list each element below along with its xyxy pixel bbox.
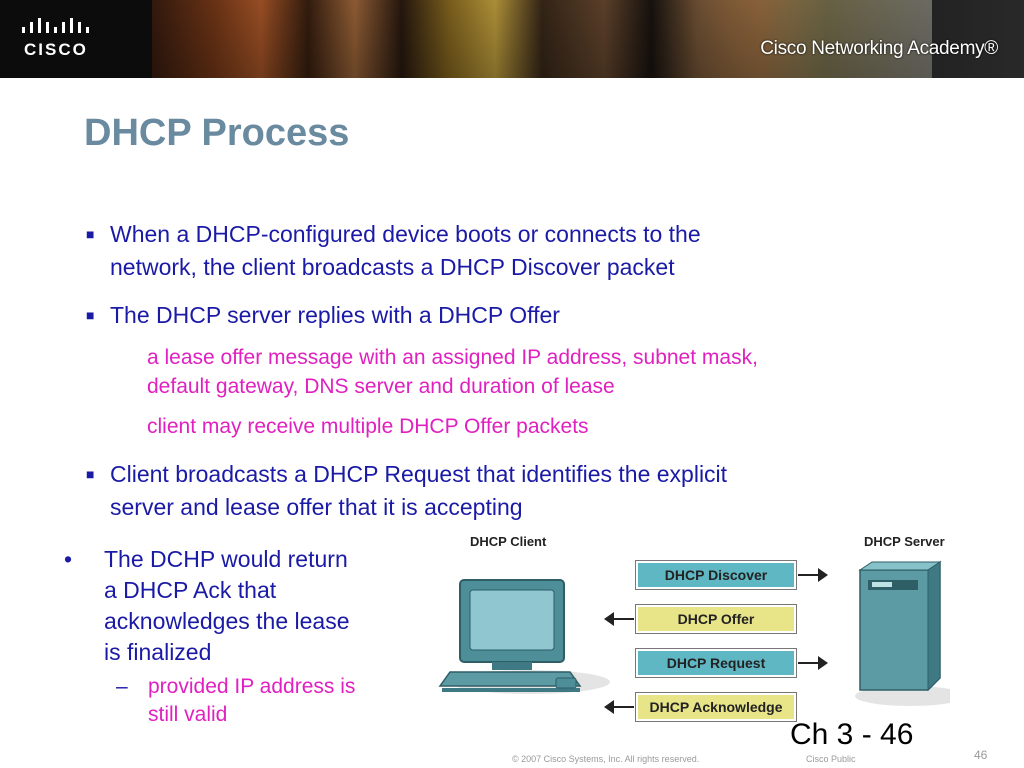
bullet-3-line-1: Client broadcasts a DHCP Request that id…: [110, 461, 728, 487]
square-bullet-icon: ■: [86, 307, 95, 323]
page-number: 46: [974, 748, 988, 762]
left-bullet-line-2: a DHCP Ack that: [104, 577, 277, 603]
chapter-number: Ch 3 - 46: [790, 718, 914, 751]
bullet-2-line-1: The DHCP server replies with a DHCP Offe…: [110, 302, 560, 328]
left-sub-line-2: still valid: [148, 703, 228, 726]
arrow-right-icon: [818, 656, 828, 670]
footer-copyright: © 2007 Cisco Systems, Inc. All rights re…: [512, 754, 700, 764]
client-label: DHCP Client: [470, 534, 547, 549]
bullet-2: ■ The DHCP server replies with a DHCP Of…: [86, 299, 560, 332]
bullet-3-line-2: server and lease offer that it is accept…: [110, 494, 523, 520]
sub-item-2-line-1: client may receive multiple DHCP Offer p…: [147, 415, 589, 438]
left-sub-line-1: provided IP address is: [148, 675, 356, 698]
left-bullet: • The DCHP would return a DHCP Ack that …: [64, 544, 350, 668]
header-banner: CISCO Cisco Networking Academy®: [0, 0, 1024, 78]
square-bullet-icon: ■: [86, 226, 95, 242]
computer-icon: [438, 579, 610, 694]
academy-title: Cisco Networking Academy®: [760, 38, 998, 59]
page-title: DHCP Process: [84, 112, 350, 154]
left-bullet-line-4: is finalized: [104, 639, 212, 665]
msg-dhcp-offer: DHCP Offer: [635, 604, 797, 634]
bullet-3: ■ Client broadcasts a DHCP Request that …: [86, 458, 728, 524]
arrow-left-icon: [604, 612, 614, 626]
bullet-1-line-1: When a DHCP-configured device boots or c…: [110, 221, 701, 247]
arrow-left-icon: [604, 700, 614, 714]
square-bullet-icon: ■: [86, 466, 95, 482]
left-sub-bullet: – provided IP address is still valid: [116, 673, 356, 729]
msg-dhcp-request: DHCP Request: [635, 648, 797, 678]
dhcp-diagram: DHCP Client DHCP Server DHCP Discover DH…: [430, 530, 970, 730]
dash-bullet-icon: –: [116, 675, 128, 698]
header-fade: [694, 0, 1024, 78]
sub-item-1-line-2: default gateway, DNS server and duration…: [147, 375, 615, 398]
round-bullet-icon: •: [64, 546, 73, 572]
sub-item-2: client may receive multiple DHCP Offer p…: [147, 412, 589, 441]
arrow-right-icon: [798, 574, 822, 576]
arrow-left-icon: [610, 706, 634, 708]
bullet-1-line-2: network, the client broadcasts a DHCP Di…: [110, 254, 675, 280]
msg-dhcp-discover: DHCP Discover: [635, 560, 797, 590]
left-bullet-line-3: acknowledges the lease: [104, 608, 350, 634]
server-label: DHCP Server: [864, 534, 945, 549]
footer-classification: Cisco Public: [806, 754, 856, 764]
server-icon: [855, 560, 950, 706]
arrow-right-icon: [818, 568, 828, 582]
msg-dhcp-acknowledge: DHCP Acknowledge: [635, 692, 797, 722]
sub-item-1-line-1: a lease offer message with an assigned I…: [147, 346, 758, 369]
left-bullet-line-1: The DCHP would return: [104, 546, 348, 572]
cisco-bars-icon: [22, 18, 89, 33]
arrow-left-icon: [610, 618, 634, 620]
cisco-logo-icon: CISCO: [20, 14, 140, 64]
bullet-1: ■ When a DHCP-configured device boots or…: [86, 218, 701, 284]
sub-item-1: a lease offer message with an assigned I…: [147, 343, 758, 401]
cisco-logo-text: CISCO: [24, 40, 88, 59]
arrow-right-icon: [798, 662, 822, 664]
